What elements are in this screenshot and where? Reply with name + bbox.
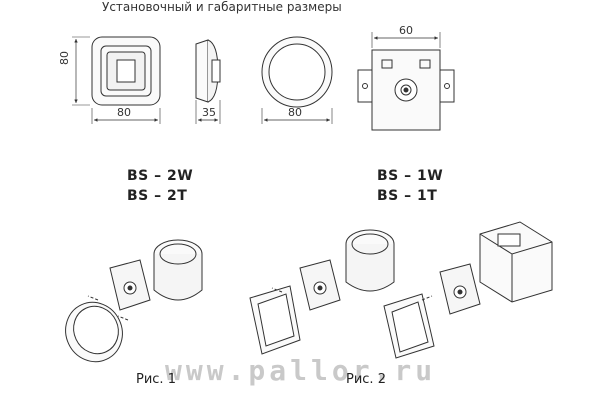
round-width-label: 80 xyxy=(288,106,302,119)
model-right-line1: BS – 1W xyxy=(377,168,444,184)
fig2-assembly-b xyxy=(383,221,553,359)
model-right: BS – 1W BS – 1T xyxy=(377,166,443,206)
model-left-line2: BS – 2T xyxy=(127,188,188,204)
model-left-line1: BS – 2W xyxy=(127,168,194,184)
figure-1-caption: Рис. 1 xyxy=(136,372,176,387)
model-right-line2: BS – 1T xyxy=(377,188,438,204)
front-view-square xyxy=(72,36,161,124)
side-view xyxy=(195,39,221,124)
front-width-label: 80 xyxy=(117,106,131,119)
box-width-label: 60 xyxy=(399,24,413,37)
front-height-label: 80 xyxy=(58,51,71,65)
fig1-assembly xyxy=(65,239,203,363)
side-depth-label: 35 xyxy=(202,106,216,119)
diagram-title: Установочный и габаритные размеры xyxy=(102,0,342,14)
fig2-assembly-a xyxy=(249,229,395,355)
round-view xyxy=(261,36,333,124)
box-view xyxy=(357,32,455,131)
watermark: www.pallor.ru xyxy=(165,354,437,387)
figure-2-caption: Рис. 2 xyxy=(346,372,386,387)
model-left: BS – 2W BS – 2T xyxy=(127,166,193,206)
